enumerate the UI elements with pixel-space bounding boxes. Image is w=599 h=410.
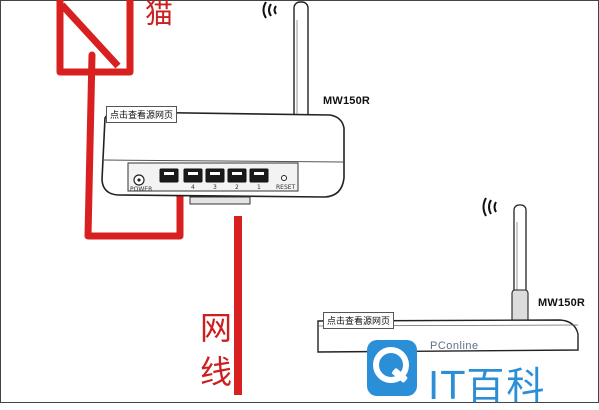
- port-label-3: 3: [213, 184, 217, 191]
- lan-port-1: [249, 168, 269, 183]
- source-tag-secondary[interactable]: 点击查看源网页: [323, 312, 395, 329]
- router-antenna-secondary: [511, 204, 529, 327]
- pconline-logo-icon: [367, 340, 417, 396]
- cable-label-1: 网: [200, 309, 233, 347]
- wifi-signal-icon-primary: [262, 1, 277, 19]
- watermark-name: IT百科: [428, 364, 547, 408]
- reset-label: RESET: [276, 184, 296, 191]
- watermark-brand: PConline: [430, 340, 479, 352]
- power-label: POWER: [130, 186, 153, 193]
- router-model-label-secondary: MW150R: [538, 297, 586, 309]
- router-model-label-primary: MW150R: [323, 95, 371, 107]
- lan-port-3: [205, 168, 225, 183]
- source-tag-primary[interactable]: 点击查看源网页: [106, 106, 178, 123]
- port-label-4: 4: [191, 184, 195, 191]
- port-label-1: 1: [257, 184, 261, 191]
- wan-port: [159, 168, 179, 183]
- cable-label-2: 线: [200, 353, 233, 391]
- modem-outline: [56, 0, 134, 76]
- lan-port-2: [227, 168, 247, 183]
- modem-label: 猫: [145, 0, 174, 30]
- port-label-2: 2: [235, 184, 239, 191]
- wifi-signal-icon-secondary: [482, 197, 497, 217]
- router-ports: [159, 168, 269, 183]
- lan-port-4: [183, 168, 203, 183]
